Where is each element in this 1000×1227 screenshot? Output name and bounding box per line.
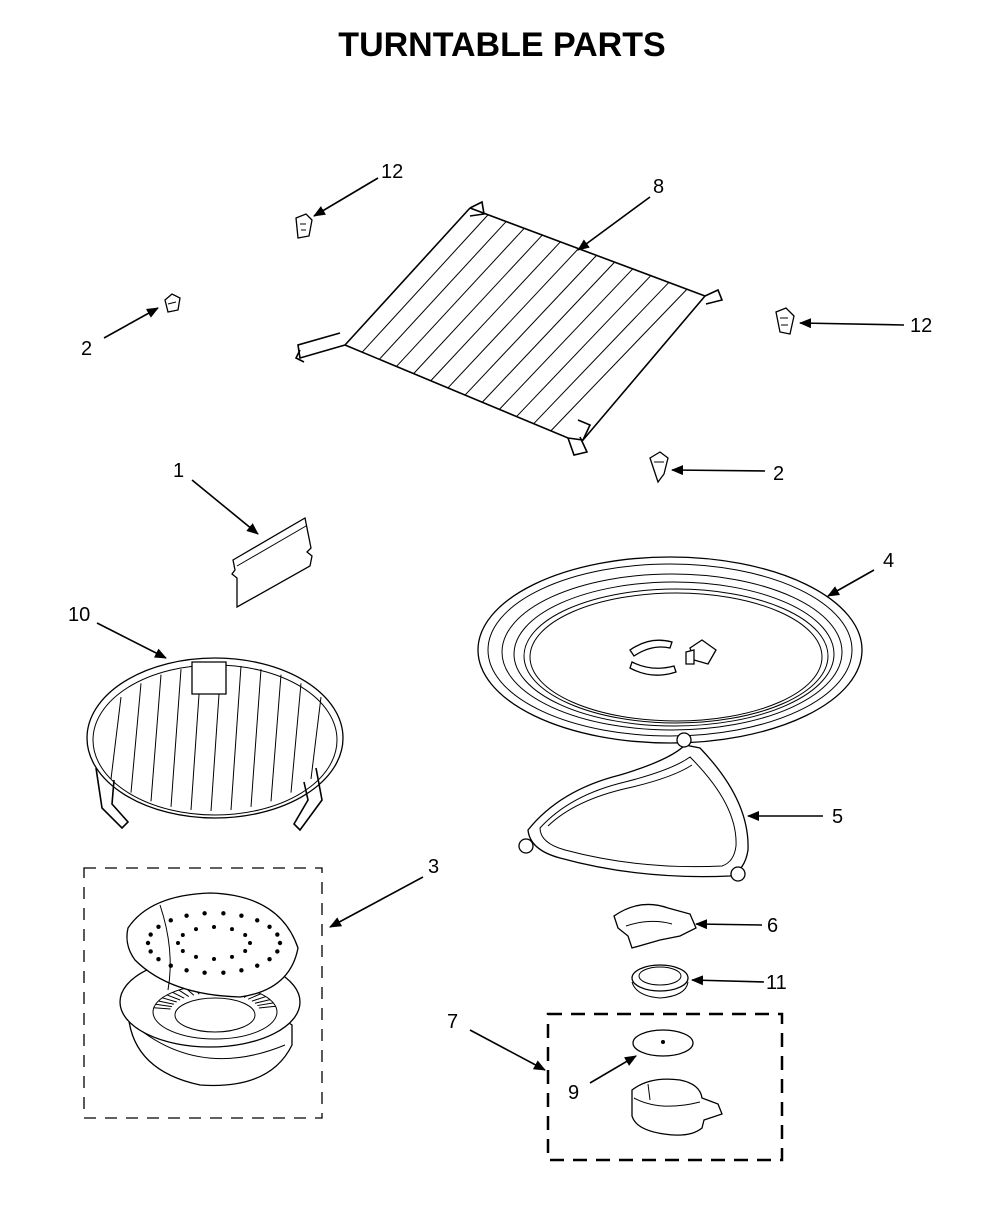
lid-hole [148, 949, 153, 954]
part-11-ring [631, 964, 689, 999]
lid-hole [194, 954, 198, 959]
part-4-glass-tray [477, 556, 863, 744]
callout-12-right: 12 [910, 315, 932, 337]
tray-slot [178, 989, 190, 997]
part-9-motor-disc [632, 1029, 694, 1057]
tray-slot [155, 1003, 172, 1008]
lid-hole [184, 968, 189, 973]
rack-bar [413, 234, 543, 374]
callout-8: 8 [653, 176, 664, 198]
lid-hole [267, 924, 272, 929]
callout-2-left: 2 [81, 338, 92, 360]
callout-1: 1 [173, 460, 184, 482]
part-12-clip-right [775, 307, 795, 335]
lid-hole [255, 918, 260, 923]
part-10-round-rack [86, 657, 344, 832]
part-7-motor-assembly [546, 1012, 784, 1162]
tray-slot [172, 991, 185, 999]
lid-hole [202, 911, 207, 916]
lid-hole [168, 918, 173, 923]
round-rack-bar [110, 696, 122, 780]
lid-hole [194, 927, 198, 932]
lid-hole [202, 970, 207, 975]
part-3-steamer-set [83, 867, 323, 1119]
rack-bar [361, 214, 489, 353]
callout-6: 6 [767, 915, 778, 937]
lid-hole [239, 913, 244, 918]
lid-hole [239, 968, 244, 973]
tray-slot [257, 1002, 274, 1007]
round-rack-bar [290, 683, 302, 793]
lid-hole [275, 949, 280, 954]
part-8-wire-rack [294, 200, 724, 456]
round-rack-bar [130, 683, 142, 793]
tray-slot [251, 996, 266, 1002]
callout-3: 3 [428, 856, 439, 878]
lid-hole [230, 954, 234, 959]
round-rack-bar [230, 665, 242, 811]
tray-slot [153, 1007, 171, 1010]
tray-slot [247, 993, 261, 1000]
part-1-cover-plate [231, 516, 313, 609]
round-rack-bar [170, 669, 182, 807]
rack-bar [499, 268, 634, 410]
lid-hole [255, 963, 260, 968]
round-rack-bar [310, 696, 322, 780]
callout-9: 9 [568, 1082, 579, 1104]
rack-bar [430, 241, 561, 382]
rack-bar [550, 288, 688, 432]
callout-11: 11 [766, 972, 787, 994]
rack-bar [516, 275, 652, 417]
callout-7: 7 [447, 1011, 458, 1033]
lid-hole [221, 970, 226, 975]
lid-hole [243, 933, 248, 937]
lid-hole [277, 940, 283, 946]
part-2-clip-right [649, 451, 669, 484]
lid-hole [267, 957, 272, 962]
part-7-motor [631, 1078, 723, 1136]
lid-hole [275, 932, 280, 937]
callout-2-right: 2 [773, 463, 784, 485]
rack-bar [396, 227, 525, 367]
round-rack-bar [270, 674, 282, 802]
lid-hole [243, 949, 248, 953]
lid-hole [212, 957, 216, 961]
callout-4: 4 [883, 550, 894, 572]
callout-10: 10 [68, 604, 90, 626]
lid-hole [156, 957, 161, 962]
lid-hole [180, 933, 185, 937]
lid-hole [212, 925, 216, 929]
lid-hole [148, 932, 153, 937]
lid-hole [230, 927, 234, 932]
part-12-clip-left [295, 213, 313, 239]
callout-12-left: 12 [381, 161, 403, 183]
rack-bar [481, 261, 615, 403]
part-6-coupler [613, 903, 697, 949]
leader-lines [96, 177, 905, 1084]
rack-bar [378, 221, 507, 360]
lid-hole [145, 940, 151, 946]
part-5-roller-ring [518, 732, 749, 882]
lid-hole [156, 924, 161, 929]
tray-slot [162, 997, 177, 1003]
lid-hole [168, 963, 173, 968]
lid-hole [248, 941, 252, 945]
rack-bar [447, 248, 579, 389]
round-rack-bar [250, 669, 262, 807]
round-rack-bar [150, 674, 162, 802]
rack-bar [464, 255, 597, 396]
lid-hole [176, 941, 180, 945]
tray-slot [166, 994, 181, 1001]
part-2-clip-left [164, 293, 181, 313]
tray-slot [258, 1005, 276, 1009]
tray-slot [254, 999, 271, 1004]
lid-hole [180, 949, 185, 953]
lid-hole [184, 913, 189, 918]
lid-hole [221, 911, 226, 916]
tray-slot [158, 1000, 175, 1005]
page-title: TURNTABLE PARTS [338, 26, 665, 64]
rack-bar [533, 282, 670, 425]
callout-5: 5 [832, 806, 843, 828]
